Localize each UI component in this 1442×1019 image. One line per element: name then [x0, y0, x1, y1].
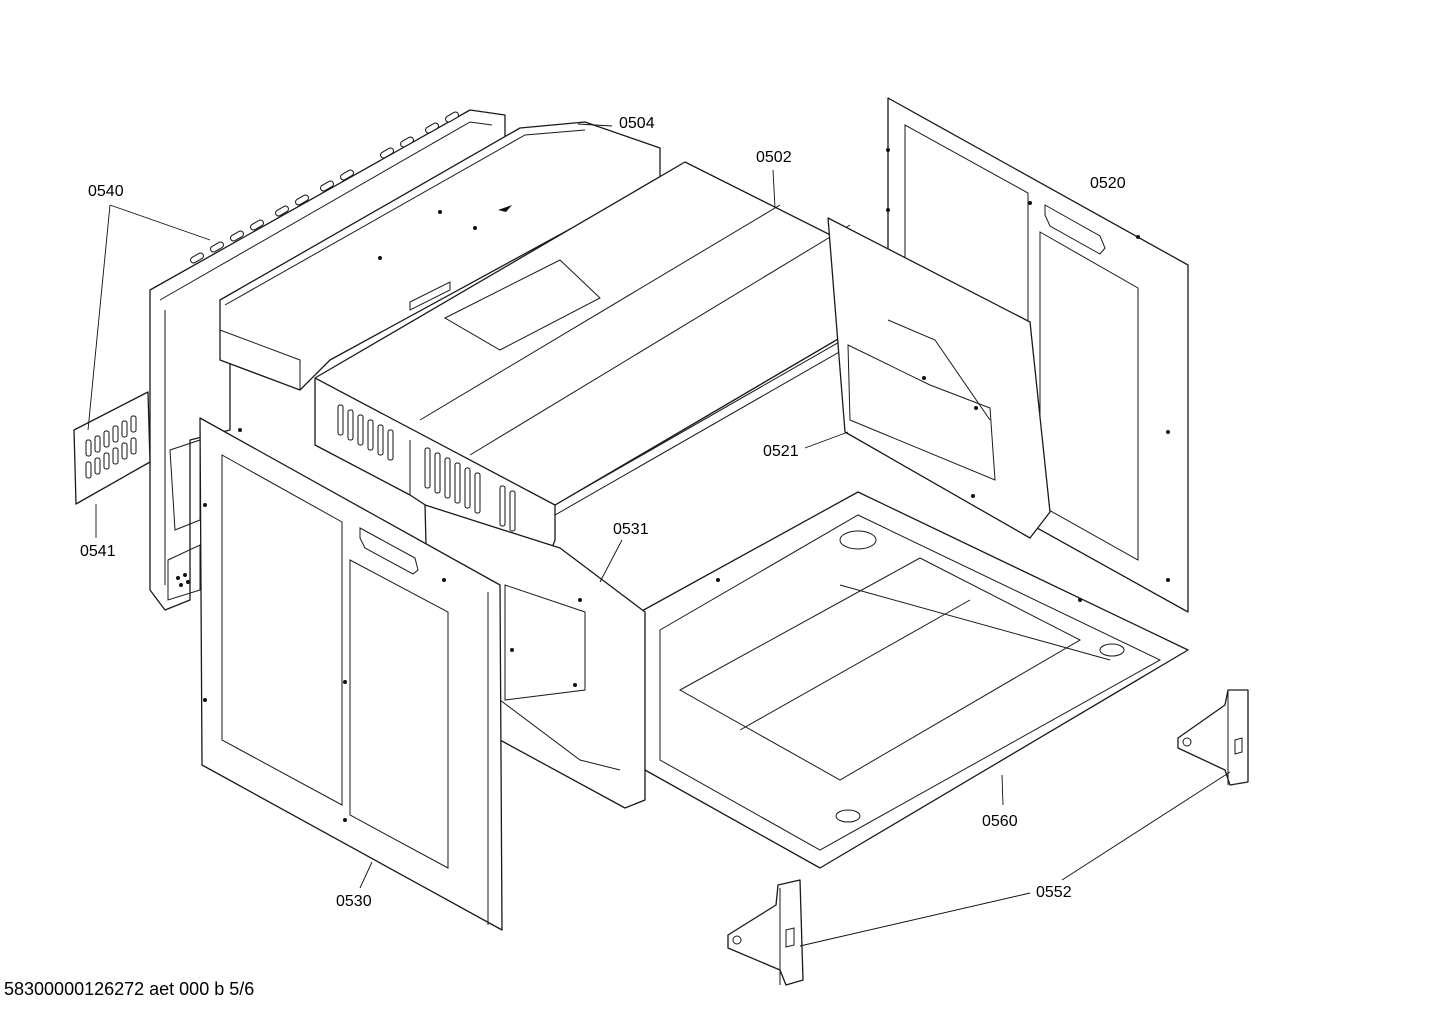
vent-grille-left: [337, 404, 394, 461]
vent-grille-right: [424, 447, 516, 532]
callout-0531: 0531: [613, 521, 649, 538]
callout-0520: 0520: [1090, 175, 1126, 192]
part-0504-duct-cover: [219, 121, 661, 391]
callout-0541: 0541: [80, 543, 116, 560]
leader-lines: [87, 123, 1231, 947]
document-reference: 58300000126272 aet 000 b 5/6: [4, 979, 255, 999]
part-0502-top-housing: [314, 161, 931, 581]
part-0541-vent-panel: [73, 391, 151, 505]
callout-0502: 0502: [756, 149, 792, 166]
callout-0521: 0521: [763, 443, 799, 460]
part-0560-bottom-tray: [639, 491, 1189, 869]
callout-0540: 0540: [88, 183, 124, 200]
callout-0530: 0530: [336, 893, 372, 910]
part-0552-bracket-upper: [1177, 689, 1249, 786]
part-0521-rack-panel-right: [827, 217, 1051, 539]
part-0552-bracket-lower: [727, 879, 804, 986]
vent-slots-top: [190, 111, 459, 264]
callout-0560: 0560: [982, 813, 1018, 830]
callout-0504: 0504: [619, 115, 655, 132]
callout-labels: 0504 0502 0520 0540 0541 0521 0531 0560 …: [80, 115, 1126, 910]
callout-0552: 0552: [1036, 884, 1072, 901]
vent-slots-0541: [85, 415, 137, 479]
part-0530-side-panel-left: [199, 417, 503, 931]
